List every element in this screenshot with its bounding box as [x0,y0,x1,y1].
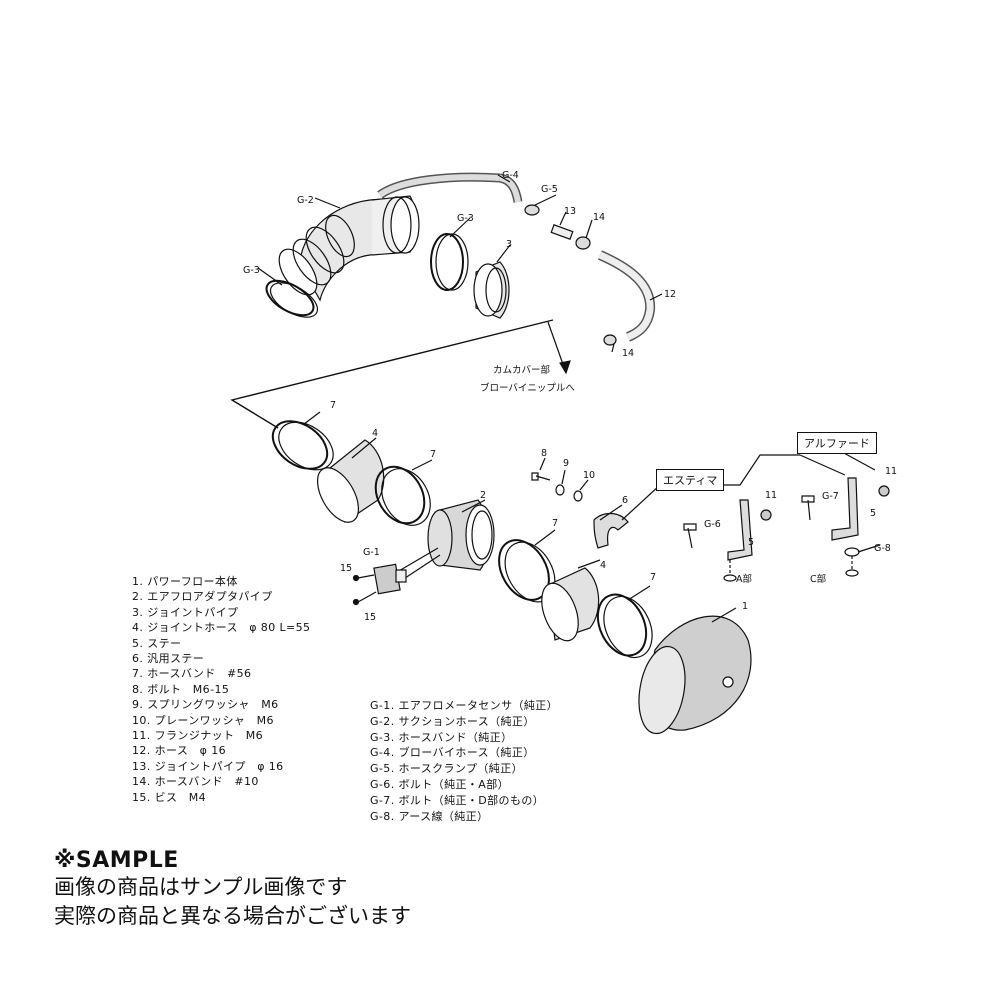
sample-notice-line1: 画像の商品はサンプル画像です [54,875,348,899]
callout-g5: G-5 [541,184,558,195]
callout-section-c: C部 [810,573,826,585]
callout-10: 10 [583,470,595,481]
sample-heading: ※SAMPLE [54,848,179,873]
callout-g3-left: G-3 [243,265,260,276]
callout-g7: G-7 [822,491,839,502]
callout-g4: G-4 [502,170,519,181]
callout-11-a: 11 [765,490,777,501]
parts-list-item: 7. ホースバンド #56 [132,667,252,681]
callout-5-b: 5 [870,508,876,519]
parts-list-item: 2. エアフロアダプタパイプ [132,590,273,604]
parts-list-item: 3. ジョイントパイプ [132,605,239,619]
callout-2: 2 [480,490,486,501]
parts-list-item: 12. ホース φ 16 [132,744,226,758]
hose-band-14-lower [603,334,617,346]
parts-list-item: 1. パワーフロー本体 [132,575,238,588]
stay-5-alphard [831,477,859,541]
hose-band-g3-right [430,233,464,291]
callout-9: 9 [563,458,569,469]
callout-4-b: 4 [600,560,606,571]
spring-washer-9 [555,484,565,496]
callout-15-b: 15 [364,612,376,623]
joint-pipe-3 [473,261,510,319]
genuine-parts-list-item: G-1. エアフロメータセンサ（純正） [370,699,559,712]
hose-clamp-g5 [524,204,540,216]
hose-band-7-d [596,593,653,659]
bolt-g6 [683,523,697,549]
callout-6: 6 [622,495,628,506]
plain-washer-10 [573,490,583,502]
callout-g6: G-6 [704,519,721,530]
sample-notice: ※SAMPLE 画像の商品はサンプル画像です 実際の商品と異なる場合がございます [54,848,411,931]
callout-7-b: 7 [430,449,436,460]
genuine-parts-list-item: G-3. ホースバンド（純正） [370,730,513,744]
variant-label-alphard: アルファード [797,432,877,454]
parts-list-item: 6. 汎用ステー [132,652,205,666]
callout-11-b: 11 [885,466,897,477]
callout-3: 3 [506,239,512,250]
bolt-g7 [801,495,815,521]
flange-nut-11-b [878,485,890,497]
callout-12: 12 [664,289,676,300]
general-stay-6 [593,512,629,549]
joint-pipe-13 [550,224,574,240]
genuine-parts-list-item: G-4. ブローバイホース（純正） [370,746,535,760]
callout-15-a: 15 [340,563,352,574]
bolt-8 [531,472,551,481]
hose-band-7-a [271,420,334,471]
callout-7-c: 7 [552,518,558,529]
ground-wire-g8 [844,544,881,577]
genuine-parts-list-item: G-5. ホースクランプ（純正） [370,762,524,776]
screw-15-a [357,574,375,579]
parts-list-item: 11. フランジナット M6 [132,729,264,743]
callout-7-d: 7 [650,572,656,583]
airflow-meter-sensor-g1 [373,563,407,595]
genuine-parts-list-item: G-7. ボルト（純正・D部のもの） [370,793,545,807]
screw-15-b [357,591,377,603]
callout-4-a: 4 [372,428,378,439]
callout-14-upper: 14 [593,212,605,223]
callout-g2: G-2 [297,195,314,206]
joint-hose-4-b [541,567,600,642]
parts-list-item: 15. ビス M4 [132,790,207,804]
parts-list-item: 10. プレーンワッシャ M6 [132,713,274,727]
airflow-adapter-pipe-2 [391,499,495,585]
parts-list-item: 14. ホースバンド #10 [132,775,259,789]
parts-list-item: 8. ボルト M6-15 [132,682,230,696]
power-flow-filter-1 [638,615,752,735]
callout-8: 8 [541,448,547,459]
callout-section-a: A部 [736,573,752,585]
parts-list-item: 4. ジョイントホース φ 80 L=55 [132,621,311,635]
parts-list: 1. パワーフロー本体 2. エアフロアダプタパイプ 3. ジョイントパイプ 4… [132,574,310,805]
callout-g8: G-8 [874,543,891,554]
arrow-note-line2: ブローバイニップルへ [480,382,575,394]
parts-list-item: 9. スプリングワッシャ M6 [132,698,279,712]
genuine-parts-list: G-1. エアフロメータセンサ（純正） G-2. サクションホース（純正） G-… [370,698,558,824]
genuine-parts-list-item: G-2. サクションホース（純正） [370,714,535,728]
genuine-parts-list-item: G-8. アース線（純正） [370,809,489,823]
callout-14-lower: 14 [622,348,634,359]
callout-5-a: 5 [748,537,754,548]
joint-hose-4-a [316,439,385,523]
callout-7-a: 7 [330,400,336,411]
variant-label-estima: エスティマ [656,469,725,491]
parts-list-item: 5. ステー [132,636,182,650]
arrow-note-line1: カムカバー部 [493,364,550,376]
callout-g1: G-1 [363,547,380,558]
hose-band-7-b [374,465,431,526]
callout-1: 1 [742,601,748,612]
callout-labels: G-4 G-5 G-2 G-3 G-3 13 14 3 12 14 7 4 7 … [243,170,897,623]
suction-hose-g2 [278,172,523,302]
sample-notice-line2: 実際の商品と異なる場合がございます [54,904,411,928]
callout-13: 13 [564,206,576,217]
stay-5-estima [727,499,753,561]
parts-list-item: 13. ジョイントパイプ φ 16 [132,759,284,773]
callout-g3-upper: G-3 [457,213,474,224]
genuine-parts-list-item: G-6. ボルト（純正・A部） [370,777,510,791]
hose-band-14-upper [575,236,591,250]
flange-nut-11-a [760,509,772,521]
